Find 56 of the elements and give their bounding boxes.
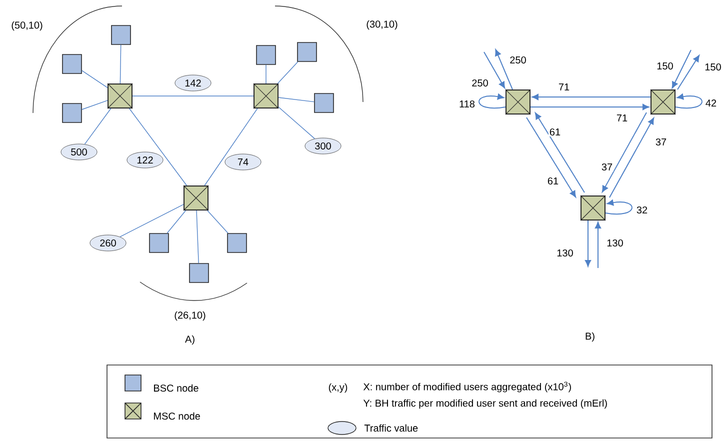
edge-label: 37: [600, 162, 614, 172]
edge-label: 130: [556, 248, 574, 258]
edge-label: 118: [458, 99, 476, 109]
legend-text: Traffic value: [364, 424, 418, 432]
arrow: [584, 220, 592, 267]
bsc-node: [189, 263, 209, 283]
arrow: [530, 104, 650, 110]
arrow: [526, 117, 576, 198]
msc-node: [505, 89, 531, 115]
edge-label: 61: [546, 176, 560, 186]
arrow: [495, 49, 513, 90]
arrow: [602, 112, 647, 192]
arrow: [677, 55, 700, 90]
bsc-node: [227, 233, 247, 253]
edge-label: 150: [704, 62, 722, 72]
arrow: [605, 200, 632, 214]
msc-node: [650, 89, 676, 115]
edge-label: 250: [508, 55, 528, 65]
msc-node: [107, 83, 133, 109]
bsc-node: [111, 25, 131, 45]
edge-label: 42: [704, 98, 718, 108]
arrow: [478, 94, 506, 108]
edge-label: 37: [654, 137, 668, 147]
legend-text: X: number of modified users aggregated (x10$^{3}$): [363, 382, 571, 392]
legend-text: BSC node: [154, 384, 198, 392]
edge-label: 61: [548, 127, 562, 137]
arrow: [594, 222, 602, 268]
arrow: [484, 52, 506, 88]
legend-text: Y: BH traffic per modified user sent and received (mErl): [363, 399, 607, 409]
edge-label: 250: [470, 78, 490, 88]
bracket-label: (26,10): [174, 311, 206, 321]
msc-node: [580, 195, 606, 221]
legend-text: (x,y): [328, 383, 348, 393]
arrow: [672, 50, 692, 88]
bsc-node: [62, 103, 82, 123]
edge-label: 32: [635, 205, 649, 215]
bsc-node: [149, 233, 169, 253]
arrow: [675, 94, 702, 108]
bracket-label: (50,10): [12, 21, 42, 31]
legend-text: MSC node: [154, 412, 200, 420]
bsc-node: [62, 54, 82, 74]
arrow: [609, 118, 654, 198]
bsc-node: [256, 45, 276, 65]
msc-node: [253, 83, 279, 109]
arrow: [534, 112, 585, 193]
edge-label: 130: [606, 238, 624, 248]
msc-node: [183, 185, 209, 211]
edge-label: 71: [615, 114, 629, 122]
bracket-label: (30,10): [366, 20, 398, 30]
bsc-node: [314, 93, 334, 113]
edge-label: 150: [656, 61, 674, 71]
bsc-node: [297, 42, 317, 62]
panel-label: B): [586, 332, 594, 342]
edge-label: 71: [557, 82, 571, 92]
panel-label: A): [185, 335, 194, 345]
arrow: [532, 94, 651, 100]
